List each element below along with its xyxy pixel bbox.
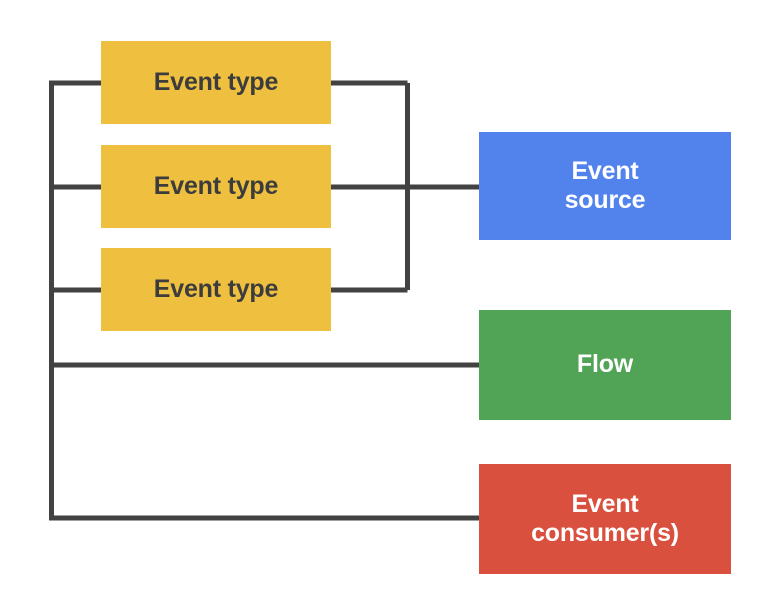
node-event-consumer[interactable]: Event consumer(s) bbox=[479, 464, 731, 574]
node-event-type-1[interactable]: Event type bbox=[101, 41, 331, 124]
node-event-type-3-label: Event type bbox=[153, 274, 279, 303]
node-event-consumer-label: Event consumer(s) bbox=[531, 489, 679, 548]
node-flow[interactable]: Flow bbox=[479, 310, 731, 420]
node-event-type-1-label: Event type bbox=[153, 67, 279, 96]
node-event-type-2[interactable]: Event type bbox=[101, 145, 331, 228]
node-event-type-2-label: Event type bbox=[153, 171, 279, 200]
node-event-source[interactable]: Event source bbox=[479, 132, 731, 240]
node-event-type-3[interactable]: Event type bbox=[101, 248, 331, 331]
node-event-source-label: Event source bbox=[564, 156, 646, 215]
node-flow-label: Flow bbox=[576, 350, 634, 379]
